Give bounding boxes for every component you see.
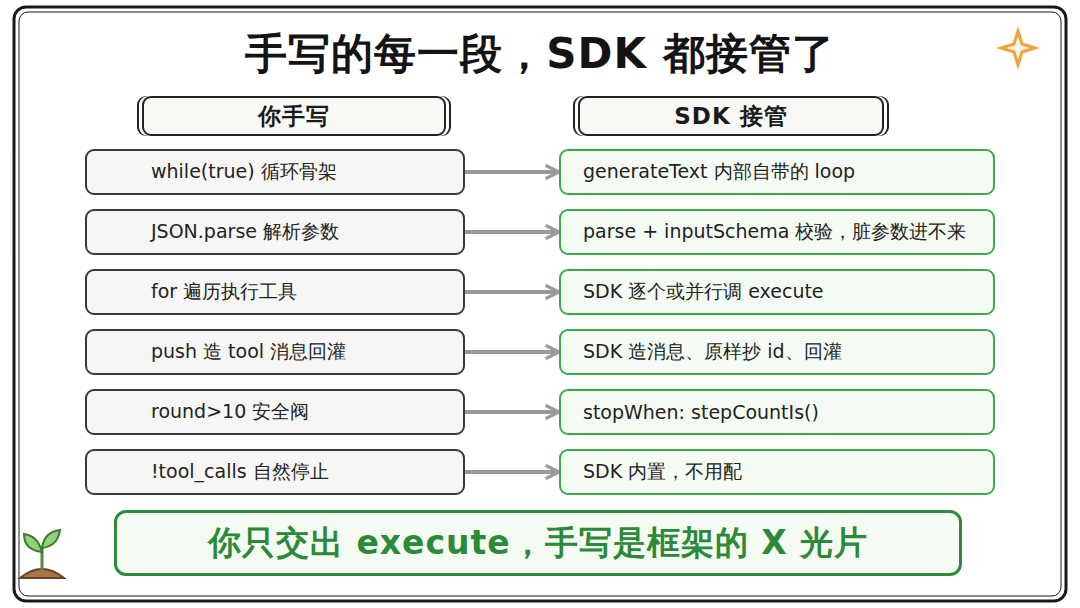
node-text: SDK 接管 <box>674 101 788 132</box>
sparkle-icon <box>1001 31 1035 65</box>
outer-frame <box>14 7 1066 601</box>
flow-arrow <box>465 350 559 354</box>
node-text: SDK 内置，不用配 <box>583 459 993 485</box>
manual-step-box: while(true) 循环骨架 <box>85 149 465 195</box>
manual-step-box: round>10 安全阀 <box>85 389 465 435</box>
node-text: stopWhen: stepCountIs() <box>583 401 993 423</box>
soil-mound <box>20 569 64 578</box>
sdk-step-box: SDK 造消息、原样抄 id、回灌 <box>559 329 995 375</box>
node-text: JSON.parse 解析参数 <box>151 219 463 245</box>
node-text: generateText 内部自带的 loop <box>583 159 993 185</box>
node-text: push 造 tool 消息回灌 <box>151 339 463 365</box>
inner-frame <box>19 12 1061 596</box>
manual-step-box: JSON.parse 解析参数 <box>85 209 465 255</box>
node-text: !tool_calls 自然停止 <box>151 459 463 485</box>
manual-step-box: !tool_calls 自然停止 <box>85 449 465 495</box>
flow-arrow <box>465 470 559 474</box>
sdk-step-box: SDK 逐个或并行调 execute <box>559 269 995 315</box>
column-header: SDK 接管 <box>578 96 884 136</box>
node-text: SDK 逐个或并行调 execute <box>583 279 993 305</box>
flow-arrow <box>465 170 559 174</box>
sdk-step-box: stopWhen: stepCountIs() <box>559 389 995 435</box>
node-text: round>10 安全阀 <box>151 399 463 425</box>
sdk-step-box: parse + inputSchema 校验，脏参数进不来 <box>559 209 995 255</box>
manual-step-box: for 遍历执行工具 <box>85 269 465 315</box>
node-text: SDK 造消息、原样抄 id、回灌 <box>583 339 993 365</box>
flow-arrow <box>465 290 559 294</box>
sparkle-shape <box>1001 31 1035 65</box>
node-text: while(true) 循环骨架 <box>151 159 463 185</box>
node-text: for 遍历执行工具 <box>151 279 463 305</box>
diagram-title: 手写的每一段，SDK 都接管了 <box>0 26 1080 82</box>
node-text: 你只交出 execute，手写是框架的 X 光片 <box>208 521 868 566</box>
sdk-step-box: SDK 内置，不用配 <box>559 449 995 495</box>
flow-arrow <box>465 410 559 414</box>
node-text: parse + inputSchema 校验，脏参数进不来 <box>583 219 993 245</box>
manual-step-box: push 造 tool 消息回灌 <box>85 329 465 375</box>
summary-banner: 你只交出 execute，手写是框架的 X 光片 <box>114 510 962 576</box>
column-header: 你手写 <box>142 96 446 136</box>
flow-arrow <box>465 230 559 234</box>
sprout-icon <box>20 530 64 578</box>
node-text: 你手写 <box>258 101 330 132</box>
sprout-leaf <box>24 534 42 552</box>
sprout-leaf <box>42 530 60 548</box>
sdk-step-box: generateText 内部自带的 loop <box>559 149 995 195</box>
